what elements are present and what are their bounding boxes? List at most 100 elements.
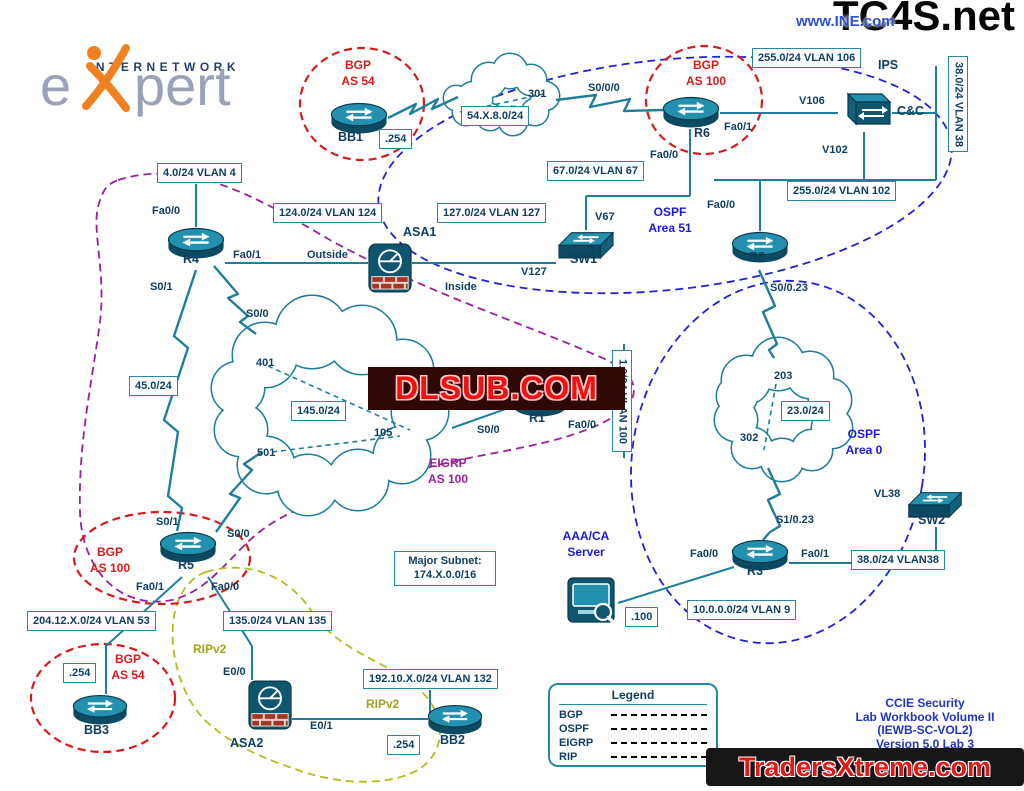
bgp-as54-bb3-boundary [29, 642, 177, 754]
legend-label-ospf: OSPF [559, 723, 589, 735]
device-label-sw1: SW1 [570, 252, 598, 266]
serial-r4-r5 [162, 269, 198, 532]
subnet-box-vlan127: 127.0/24 VLAN 127 [437, 203, 547, 224]
area-label-bgp-as100-r5: BGP AS 100 [78, 545, 142, 576]
eigrp-line2: AS 100 [427, 471, 469, 486]
label-asa1-inside: Inside [445, 281, 477, 293]
router-icon-bb3 [72, 694, 128, 726]
bgp100-r5-line1: BGP [96, 545, 123, 559]
ip-box-bb2-254: .254 [387, 735, 421, 756]
device-label-r1: R1 [529, 411, 545, 425]
ospf51-line2: Area 51 [648, 220, 692, 235]
label-r6-fa01: Fa0/1 [724, 121, 753, 133]
subnet-box-vlan53: 204.12.X.0/24 VLAN 53 [27, 611, 156, 632]
label-r4-s00: S0/0 [246, 308, 269, 320]
server-icon-aaa [566, 576, 617, 626]
legend-row-ospf: OSPF [559, 722, 707, 736]
dlsub-watermark: DLSUB.COM [368, 367, 625, 410]
eigrp-line1: EIGRP [429, 456, 467, 470]
device-label-r2: R2 [749, 250, 765, 264]
ine-logo-wordmark: INTERNETWORK [88, 60, 240, 74]
subnet-box-vlan124: 124.0/24 VLAN 124 [273, 203, 383, 224]
legend-line-eigrp [611, 742, 707, 744]
subnet-box-vlan9: 10.0.0.0/24 VLAN 9 [687, 600, 797, 621]
ine-url: www.INE.com [796, 13, 895, 30]
subnet-box-vlan38-vertical: 38.0/24 VLAN 38 [948, 56, 969, 152]
legend-title: Legend [559, 688, 707, 705]
label-dlci-301: 301 [528, 88, 547, 100]
label-dlci-501: 501 [257, 447, 276, 459]
ospf0-line2: Area 0 [845, 442, 883, 457]
label-dlci-302: 302 [740, 432, 759, 444]
label-r5-s01: S0/1 [156, 516, 179, 528]
label-v106: V106 [799, 95, 825, 107]
device-label-ips: IPS [878, 58, 899, 72]
legend-label-eigrp: EIGRP [559, 737, 594, 749]
label-r2-s0023: S0/0.23 [770, 282, 808, 294]
bgp54-top-line1: BGP [344, 58, 371, 72]
subnet-box-vlan132: 192.10.X.0/24 VLAN 132 [363, 669, 498, 690]
label-dlci-105: 105 [374, 427, 393, 439]
bgp54-bb3-line1: BGP [114, 652, 141, 666]
subnet-box-54x8: 54.X.8.0/24 [461, 106, 530, 127]
subnet-box-vlan67: 67.0/24 VLAN 67 [547, 161, 644, 182]
label-r1-fa00: Fa0/0 [568, 419, 597, 431]
frame-relay-cloud-right [713, 336, 854, 483]
label-r3-fa01: Fa0/1 [801, 548, 830, 560]
label-r2-fa00: Fa0/0 [707, 199, 736, 211]
label-r3-s1023: S1/0.23 [776, 514, 814, 526]
ospf-area51-boundary [377, 55, 953, 295]
tc4s-watermark: TC4S.net [833, 0, 1016, 39]
legend-line-ospf [611, 728, 707, 730]
ine-logo-figure-icon [82, 44, 130, 112]
aaa-line1: AAA/CA [562, 529, 610, 543]
label-r5-s00: S0/0 [227, 528, 250, 540]
label-r5-fa01: Fa0/1 [136, 581, 165, 593]
device-label-bb2: BB2 [440, 733, 466, 747]
device-label-r4: R4 [183, 252, 199, 266]
bgp-as100-r6-boundary [644, 44, 764, 156]
device-label-r6: R6 [694, 126, 710, 140]
subnet-box-major: Major Subnet: 174.X.0.0/16 [394, 551, 496, 586]
subnet-box-vlan102: 255.0/24 VLAN 102 [787, 181, 897, 202]
device-label-aaa-server: AAA/CA Server [552, 529, 620, 560]
serial-cloud-r3 [762, 467, 782, 541]
area-label-bgp-as100-r6: BGP AS 100 [674, 58, 738, 89]
ine-logo-e: e [40, 54, 72, 117]
area-label-ripv2-right: RIPv2 [366, 697, 400, 711]
bgp54-top-line2: AS 54 [341, 73, 375, 88]
device-label-asa1: ASA1 [403, 225, 437, 239]
device-label-bb1: BB1 [338, 130, 364, 144]
link-aaa-r3 [617, 566, 735, 604]
label-r1-s00: S0/0 [477, 424, 500, 436]
serial-r4-cloud [213, 265, 257, 335]
serial-r2-cloud [757, 269, 779, 359]
bgp-as100-r5-boundary [72, 510, 252, 606]
legend-line-rip [611, 756, 707, 758]
label-dlci-401: 401 [256, 357, 275, 369]
serial-links [162, 93, 782, 541]
firewall-icon-asa2 [248, 680, 292, 730]
tradersxtreme-watermark: TradersXtreme.com [706, 748, 1024, 786]
device-label-r5: R5 [178, 558, 194, 572]
workbook-line1: CCIE Security [885, 696, 965, 710]
label-vl38: VL38 [874, 488, 901, 500]
serial-cloud-r6 [555, 93, 665, 113]
label-asa2-e00: E0/0 [223, 666, 246, 678]
label-dlci-203: 203 [774, 370, 793, 382]
subnet-box-vlan106: 255.0/24 VLAN 106 [752, 48, 862, 69]
frame-relay-cloud-center [210, 294, 450, 517]
router-icon-r6 [662, 96, 720, 129]
label-r4-fa00: Fa0/0 [152, 205, 181, 217]
ip-box-aaa-100: .100 [625, 607, 659, 628]
major-subnet-line2: 174.X.0.0/16 [413, 569, 477, 582]
link-r5-bb3 [105, 576, 183, 694]
link-r5-asa2 [207, 576, 253, 680]
subnet-box-vlan135: 135.0/24 VLAN 135 [223, 611, 333, 632]
bgp-as54-top-boundary [298, 46, 426, 162]
ospf-area0-boundary [630, 279, 926, 645]
label-v67: V67 [595, 211, 615, 223]
bgp100-r6-line1: BGP [692, 58, 719, 72]
area-label-ospf-area0: OSPF Area 0 [834, 427, 894, 458]
